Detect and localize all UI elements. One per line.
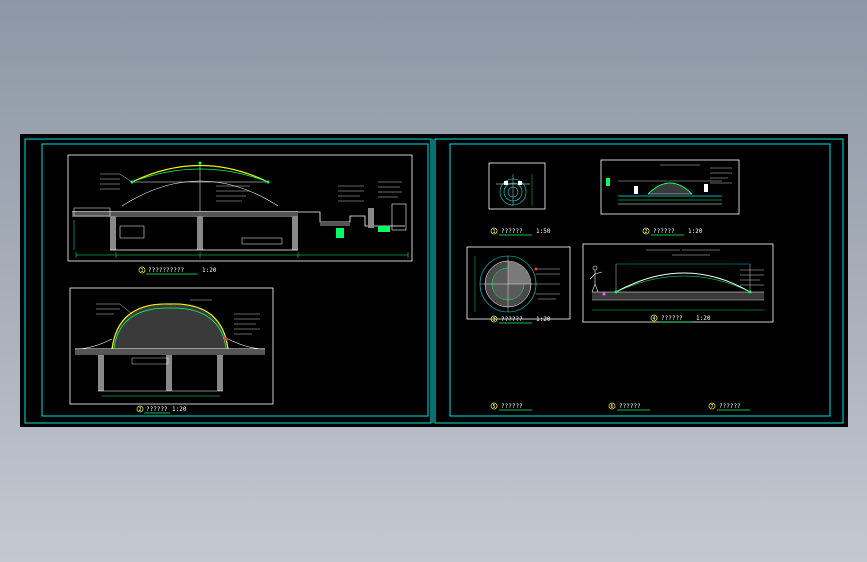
view-scale: 1:20 xyxy=(202,267,217,274)
right-sheet-border xyxy=(434,138,844,424)
view-2-section xyxy=(69,287,274,405)
view-number: 1 xyxy=(140,268,143,274)
view-number: 2 xyxy=(644,229,647,235)
view-scale: 1:20 xyxy=(696,315,711,322)
view-title: ?????????? xyxy=(148,267,185,274)
drawing-sheet: 1 ?????????? 1:20 xyxy=(20,134,848,427)
view-title: ?????? xyxy=(501,228,523,235)
view-scale: 1:50 xyxy=(536,228,551,235)
view-2-label: 2 ?????? 1:20 xyxy=(136,405,187,414)
view-title: ?????? xyxy=(661,315,683,322)
view-title: ?????? xyxy=(146,406,168,413)
view-3-label: 1 ?????? 1:50 xyxy=(490,227,551,236)
view-scale: 1:20 xyxy=(172,406,187,413)
view-4-label: 2 ?????? 1:20 xyxy=(642,227,703,236)
right-inner-frame xyxy=(449,143,831,417)
view-9-label: 7 ?????? xyxy=(708,402,750,411)
view-scale: 1:20 xyxy=(688,228,703,235)
view-1-label: 1 ?????????? 1:20 xyxy=(138,266,217,275)
view-title: ?????? xyxy=(501,403,523,410)
left-sheet-border xyxy=(24,138,432,424)
view-number: 3 xyxy=(492,317,495,323)
view-number: 1 xyxy=(492,229,495,235)
view-8-label: 6 ?????? xyxy=(608,402,650,411)
view-number: 5 xyxy=(492,404,495,410)
view-6-elevation xyxy=(582,243,774,323)
view-number: 6 xyxy=(610,404,613,410)
view-number: 4 xyxy=(652,316,655,322)
view-title: ?????? xyxy=(719,403,741,410)
view-scale: 1:20 xyxy=(536,316,551,323)
view-5-plan xyxy=(466,246,571,320)
cad-drawing: 1 ?????????? 1:20 xyxy=(24,138,844,424)
view-6-label: 4 ?????? 1:20 xyxy=(650,314,711,323)
view-1-section xyxy=(67,154,413,262)
view-7-label: 5 ?????? xyxy=(490,402,532,411)
view-number: 7 xyxy=(710,404,713,410)
left-inner-frame xyxy=(41,143,429,417)
view-5-label: 3 ?????? 1:20 xyxy=(490,315,551,324)
view-title: ?????? xyxy=(653,228,675,235)
view-title: ?????? xyxy=(619,403,641,410)
view-title: ?????? xyxy=(501,316,523,323)
view-4-elevation xyxy=(600,159,740,215)
view-number: 2 xyxy=(138,407,141,413)
view-3-plan xyxy=(488,162,546,210)
